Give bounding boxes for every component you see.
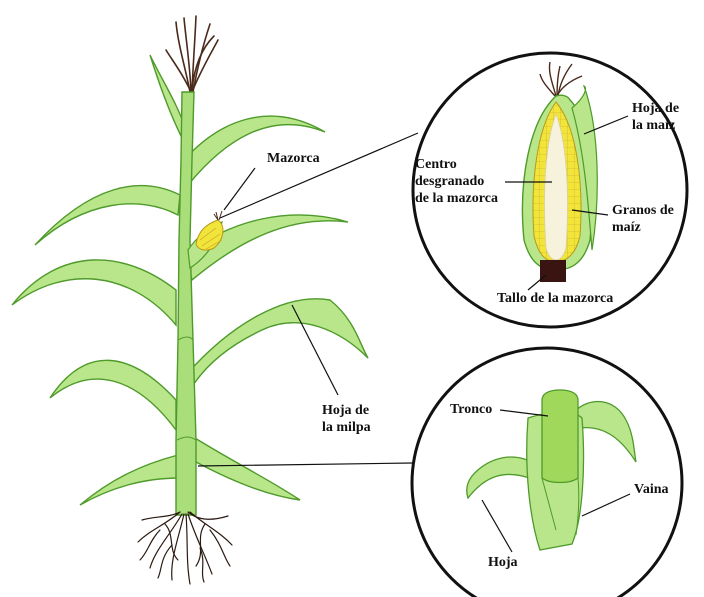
label-centro-1: Centro	[415, 157, 457, 172]
roots	[138, 512, 232, 584]
leaf-left-2	[12, 260, 176, 325]
cob-stalk	[540, 260, 566, 282]
stem-detail-circle	[412, 348, 682, 597]
cob-detail-circle	[413, 53, 687, 327]
leaf-top-left	[150, 55, 186, 140]
label-hoja-milpa-2: la milpa	[322, 420, 371, 435]
leaf-left-4	[80, 455, 180, 505]
label-centro-3: de la mazorca	[415, 191, 498, 206]
label-tronco: Tronco	[450, 402, 492, 417]
leaf-left-3	[50, 360, 176, 430]
leaf-left-1	[35, 186, 180, 245]
leaf-right-4	[190, 435, 300, 500]
label-granos-2: maíz	[612, 220, 641, 235]
maize-plant	[12, 16, 368, 584]
label-vaina: Vaina	[634, 482, 669, 497]
tassel	[166, 16, 218, 92]
label-granos-1: Granos de	[612, 203, 674, 218]
label-centro-2: desgranado	[415, 174, 484, 189]
label-hoja: Hoja	[488, 555, 518, 570]
detail-trunk	[542, 390, 578, 483]
label-hoja-milpa-1: Hoja de	[322, 403, 369, 418]
label-mazorca: Mazorca	[267, 151, 320, 166]
leaf-right-3	[186, 299, 368, 390]
label-tallo-mazorca: Tallo de la mazorca	[497, 291, 613, 306]
label-hoja-maiz-2: la maíz	[632, 118, 675, 133]
label-hoja-maiz-1: Hoja de	[632, 101, 679, 116]
